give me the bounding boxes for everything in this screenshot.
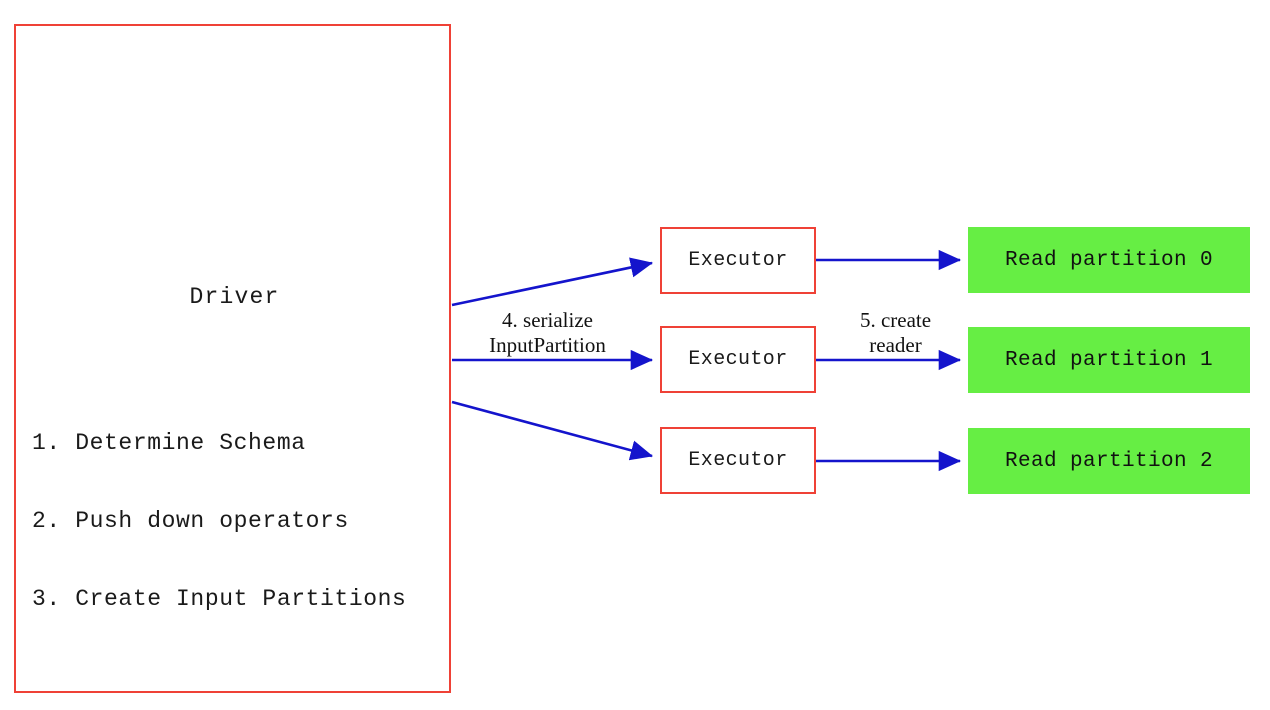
read-partition-box-2: Read partition 2 <box>968 428 1250 494</box>
edge-label-create-reader: 5. create reader <box>828 308 963 358</box>
arrow-driver-to-executor-3 <box>451 400 654 461</box>
edge-label-create-reader-line-1: 5. create <box>859 308 932 332</box>
executor-box-1: Executor <box>660 227 816 294</box>
driver-step-2: 2. Push down operators <box>32 508 349 534</box>
driver-box: Driver 1. Determine Schema 2. Push down … <box>14 24 451 693</box>
edge-label-serialize-line-2: InputPartition <box>489 333 606 357</box>
edge-label-serialize: 4. serialize InputPartition <box>455 308 640 358</box>
executor-box-3: Executor <box>660 427 816 494</box>
driver-title: Driver <box>189 284 280 310</box>
edge-label-create-reader-line-2: reader <box>869 333 922 357</box>
executor-box-2: Executor <box>660 326 816 393</box>
read-partition-box-0: Read partition 0 <box>968 227 1250 293</box>
arrow-driver-to-executor-1 <box>451 257 654 307</box>
driver-step-1: 1. Determine Schema <box>32 430 306 456</box>
read-partition-box-1: Read partition 1 <box>968 327 1250 393</box>
driver-steps-list: 1. Determine Schema 2. Push down operato… <box>32 378 452 664</box>
edge-label-serialize-line-1: 4. serialize <box>502 308 593 332</box>
driver-step-3: 3. Create Input Partitions <box>32 586 407 612</box>
